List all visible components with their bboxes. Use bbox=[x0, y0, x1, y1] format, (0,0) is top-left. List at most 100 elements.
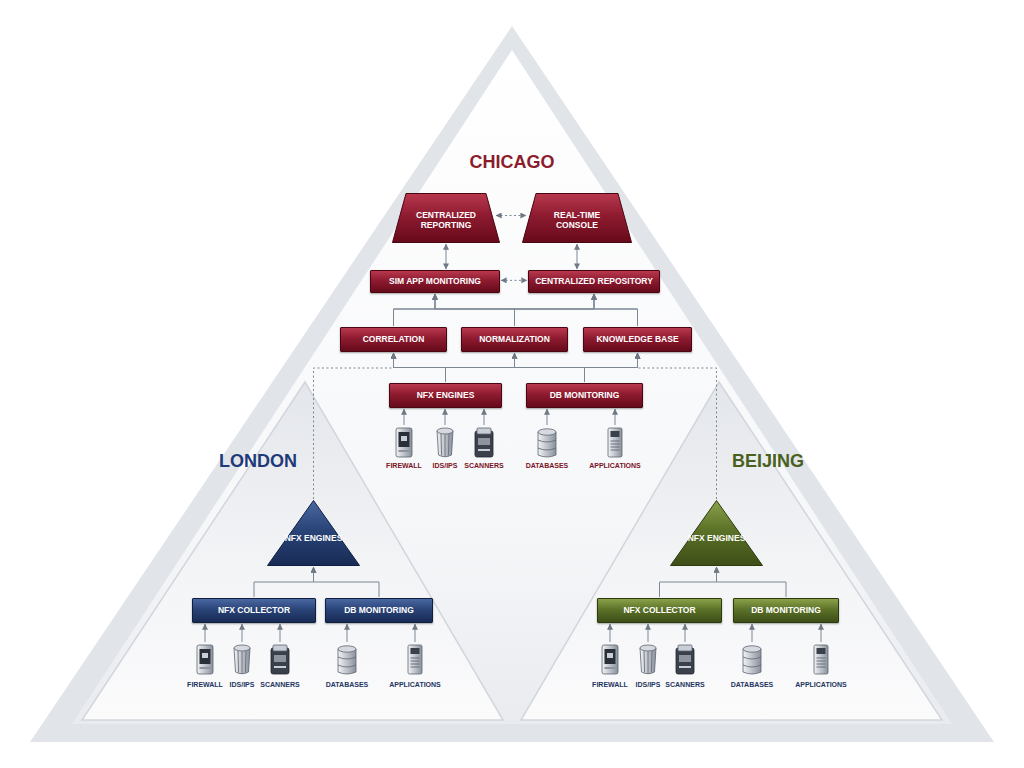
connector bbox=[446, 244, 447, 269]
connector bbox=[594, 294, 638, 326]
feed-arrow bbox=[752, 624, 753, 642]
device-label: APPLICATIONS bbox=[573, 462, 657, 470]
device-label: DATABASES bbox=[305, 681, 389, 689]
site-name: BEIJING bbox=[668, 452, 868, 472]
process-box: KNOWLEDGE BASE bbox=[583, 327, 692, 352]
device-label: APPLICATIONS bbox=[779, 681, 863, 689]
feed-arrow bbox=[685, 624, 686, 642]
feed-arrow bbox=[205, 624, 206, 642]
feed-arrow bbox=[445, 409, 446, 425]
connector bbox=[394, 294, 436, 326]
feed-arrow bbox=[615, 409, 616, 425]
connector bbox=[638, 353, 717, 499]
feed-arrows bbox=[205, 409, 821, 642]
feed-arrow bbox=[610, 624, 611, 642]
trapezoid-outline bbox=[393, 194, 500, 243]
node-label: CENTRALIZED REPORTING bbox=[408, 210, 484, 230]
application-icon bbox=[814, 645, 828, 674]
region-ground bbox=[82, 382, 503, 720]
application-icon bbox=[608, 428, 622, 457]
feed-arrow bbox=[648, 624, 649, 642]
firewall-icon bbox=[602, 645, 618, 674]
feed-arrow bbox=[280, 624, 281, 642]
connector bbox=[501, 280, 527, 281]
database-icon bbox=[538, 429, 556, 457]
ids-icon bbox=[437, 428, 453, 457]
process-box: NFX ENGINES bbox=[389, 383, 502, 408]
connector bbox=[585, 353, 638, 382]
device-label: DATABASES bbox=[505, 462, 589, 470]
node-label: NORMALIZATION bbox=[479, 335, 550, 345]
process-box: CENTRALIZED REPOSITORY bbox=[528, 270, 660, 293]
process-box: DB MONITORING bbox=[526, 383, 643, 408]
connector bbox=[660, 567, 717, 597]
scanner-icon bbox=[271, 645, 289, 674]
connector bbox=[577, 244, 578, 269]
node-label: SIM APP MONITORING bbox=[389, 277, 481, 287]
node-label: REAL-TIME CONSOLE bbox=[539, 210, 615, 230]
site-name: LONDON bbox=[158, 452, 358, 472]
database-icon bbox=[338, 646, 356, 674]
console-trapezoid: REAL-TIME CONSOLE bbox=[522, 193, 632, 243]
trapezoid-outline bbox=[523, 194, 632, 243]
process-box: CORRELATION bbox=[340, 327, 447, 352]
firewall-icon bbox=[396, 428, 412, 457]
feed-arrow bbox=[404, 409, 405, 425]
node-label: DB MONITORING bbox=[344, 606, 414, 616]
connector bbox=[435, 294, 515, 326]
triangle-outline bbox=[268, 501, 360, 566]
connector bbox=[435, 294, 638, 326]
connector bbox=[496, 215, 526, 216]
database-icon bbox=[743, 646, 761, 674]
connector bbox=[394, 353, 446, 382]
connector bbox=[515, 353, 585, 382]
process-box: NFX COLLECTOR bbox=[192, 598, 316, 623]
engine-triangle: NFX ENGINES bbox=[670, 500, 763, 566]
node-label: NFX COLLECTOR bbox=[218, 606, 290, 616]
feed-arrow bbox=[242, 624, 243, 642]
scanner-icon bbox=[475, 428, 493, 457]
ids-icon bbox=[234, 645, 250, 674]
device-label: SCANNERS bbox=[238, 681, 322, 689]
site-region: BEIJING NFX ENGINES NFX COLLECTOR DB MONITO… bbox=[519, 380, 944, 722]
feed-arrow bbox=[484, 409, 485, 425]
console-trapezoid: CENTRALIZED REPORTING bbox=[392, 193, 500, 243]
node-label: DB MONITORING bbox=[550, 391, 620, 401]
device-label: SCANNERS bbox=[643, 681, 727, 689]
node-label: CORRELATION bbox=[363, 335, 425, 345]
node-label: KNOWLEDGE BASE bbox=[596, 335, 678, 345]
feed-arrow bbox=[347, 624, 348, 642]
region-ground bbox=[521, 382, 942, 720]
node-label: NFX ENGINES bbox=[417, 391, 475, 401]
node-label: NFX ENGINES bbox=[285, 533, 343, 543]
device-label: DATABASES bbox=[710, 681, 794, 689]
engine-triangle: NFX ENGINES bbox=[267, 500, 360, 566]
triangle-outline bbox=[671, 501, 763, 566]
node-label: NFX COLLECTOR bbox=[623, 606, 695, 616]
node-label: CENTRALIZED REPOSITORY bbox=[535, 277, 653, 287]
connector bbox=[717, 567, 787, 597]
scanner-icon bbox=[676, 645, 694, 674]
connector bbox=[254, 567, 314, 597]
feed-arrow bbox=[821, 624, 822, 642]
region-ground bbox=[72, 50, 952, 724]
device-label: SCANNERS bbox=[442, 462, 526, 470]
site-name: CHICAGO bbox=[412, 153, 612, 173]
feed-arrow bbox=[415, 624, 416, 642]
connector bbox=[314, 567, 380, 597]
region-border bbox=[30, 26, 994, 742]
device-icon-group bbox=[197, 428, 828, 674]
process-box: DB MONITORING bbox=[325, 598, 433, 623]
node-label: NFX ENGINES bbox=[688, 533, 746, 543]
firewall-icon bbox=[197, 645, 213, 674]
ids-icon bbox=[640, 645, 656, 674]
connector bbox=[314, 353, 394, 499]
process-box: SIM APP MONITORING bbox=[370, 270, 500, 293]
feed-arrow bbox=[547, 409, 548, 425]
device-label: APPLICATIONS bbox=[373, 681, 457, 689]
connector bbox=[515, 294, 595, 326]
